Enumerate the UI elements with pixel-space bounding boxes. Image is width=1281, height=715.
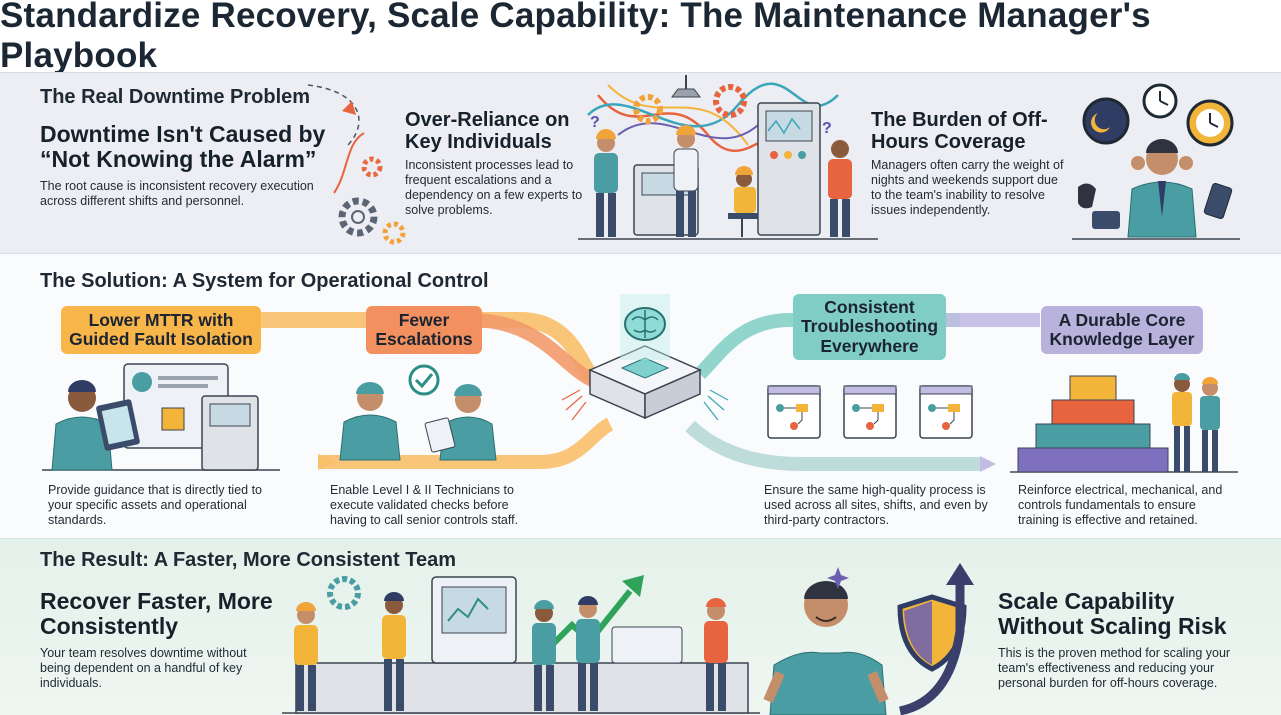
pyramid-icon [1010, 373, 1238, 473]
downtime-title: Downtime Isn't Caused by “Not Knowing th… [40, 121, 326, 172]
problem-section: The Real Downtime Problem Downtime Isn't… [0, 72, 1281, 254]
svg-text:?: ? [822, 120, 832, 137]
scale-title: Scale Capability Without Scaling Risk [998, 588, 1227, 639]
solution-heading: The Solution: A System for Operational C… [40, 270, 489, 292]
recover-title: Recover Faster, More Consistently [40, 588, 273, 639]
control-panel-illustration: ? ? [578, 75, 878, 240]
guided-fault-text: Provide guidance that is directly tied t… [48, 483, 263, 527]
solution-section: The Solution: A System for Operational C… [0, 254, 1281, 538]
page-title: Standardize Recovery, Scale Capability: … [0, 0, 1151, 75]
gear-icon [307, 84, 406, 245]
recover-text: Your team resolves downtime without bein… [40, 646, 247, 690]
consistent-troubleshooting-text: Ensure the same high-quality process is … [764, 483, 988, 527]
burden-title: The Burden of Off-Hours Coverage [871, 109, 1048, 153]
downtime-text: The root cause is inconsistent recovery … [40, 179, 314, 208]
result-heading: The Result: A Faster, More Consistent Te… [40, 549, 457, 571]
pill-core-knowledge-layer: A Durable Core Knowledge Layer [1041, 306, 1203, 354]
reliance-text: Inconsistent processes lead to frequent … [405, 158, 583, 217]
tablet-icon [42, 363, 280, 471]
core-knowledge-text: Reinforce electrical, mechanical, and co… [1018, 483, 1223, 527]
pill-guided-fault-isolation: Lower MTTR with Guided Fault Isolation [61, 306, 261, 354]
problem-heading: The Real Downtime Problem [40, 86, 311, 108]
pill-consistent-troubleshooting: Consistent Troubleshooting Everywhere [793, 294, 946, 360]
shield-icon [763, 563, 974, 715]
checkmark-icon [339, 364, 497, 461]
pill-fewer-escalations: Fewer Escalations [366, 306, 482, 354]
reliance-title: Over-Reliance on Key Individuals [405, 109, 570, 153]
flow-ribbons [242, 312, 1040, 472]
scale-text: This is the proven method for scaling yo… [998, 646, 1231, 690]
burden-text: Managers often carry the weight of night… [871, 158, 1064, 217]
team-illustration [282, 575, 760, 714]
flowchart-icon [767, 385, 973, 439]
fewer-escalations-text: Enable Level I & II Technicians to execu… [330, 483, 519, 527]
result-section: The Result: A Faster, More Consistent Te… [0, 538, 1281, 715]
clock-icon [1072, 83, 1240, 240]
brain-chip-icon [561, 294, 729, 421]
svg-text:?: ? [590, 114, 600, 131]
